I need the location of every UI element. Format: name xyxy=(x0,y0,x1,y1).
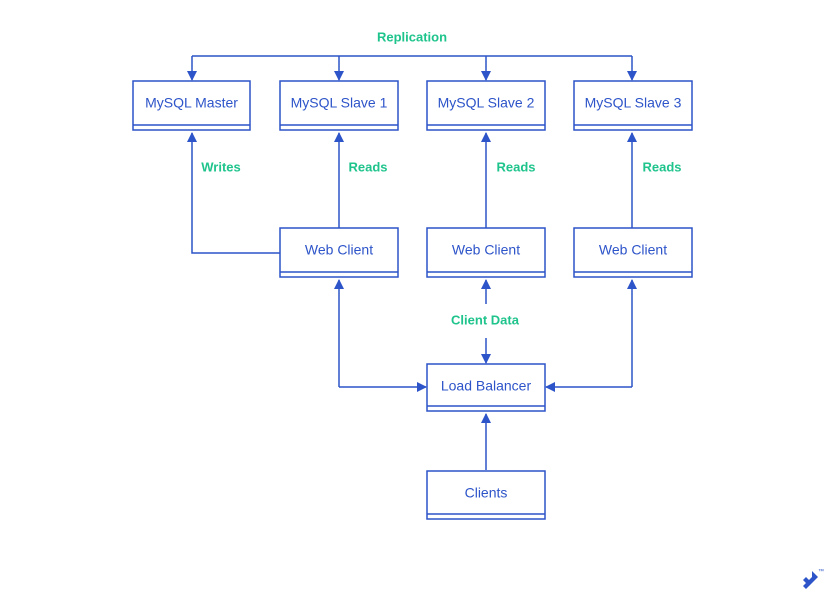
toptal-logo-icon: ™ xyxy=(803,568,824,589)
client-data-label: Client Data xyxy=(451,312,520,327)
svg-text:MySQL Slave 2: MySQL Slave 2 xyxy=(438,95,535,111)
svg-text:MySQL Slave 1: MySQL Slave 1 xyxy=(291,95,388,111)
mysql-slave-1-node: MySQL Slave 1 xyxy=(279,80,399,131)
clients-node: Clients xyxy=(426,470,546,520)
writes-connector xyxy=(187,132,280,254)
web-client-3-node: Web Client xyxy=(573,227,693,278)
mysql-master-node: MySQL Master xyxy=(132,80,251,131)
svg-text:Web Client: Web Client xyxy=(305,242,373,258)
trademark-mark: ™ xyxy=(818,568,824,575)
reads-label-1: Reads xyxy=(348,159,387,174)
writes-label: Writes xyxy=(201,159,241,174)
replication-connector xyxy=(187,55,637,81)
reads-label-3: Reads xyxy=(642,159,681,174)
svg-text:Clients: Clients xyxy=(465,485,508,501)
svg-text:Load Balancer: Load Balancer xyxy=(441,378,532,394)
svg-text:Web Client: Web Client xyxy=(599,242,667,258)
mysql-slave-2-node: MySQL Slave 2 xyxy=(426,80,546,131)
replication-label: Replication xyxy=(377,29,447,44)
web-client-1-node: Web Client xyxy=(279,227,399,278)
svg-text:Web Client: Web Client xyxy=(452,242,520,258)
svg-text:MySQL Slave 3: MySQL Slave 3 xyxy=(585,95,682,111)
load-balancer-node: Load Balancer xyxy=(426,363,546,412)
mysql-slave-3-node: MySQL Slave 3 xyxy=(573,80,693,131)
web-client-2-node: Web Client xyxy=(426,227,546,278)
reads-label-2: Reads xyxy=(496,159,535,174)
svg-text:MySQL Master: MySQL Master xyxy=(145,95,238,111)
